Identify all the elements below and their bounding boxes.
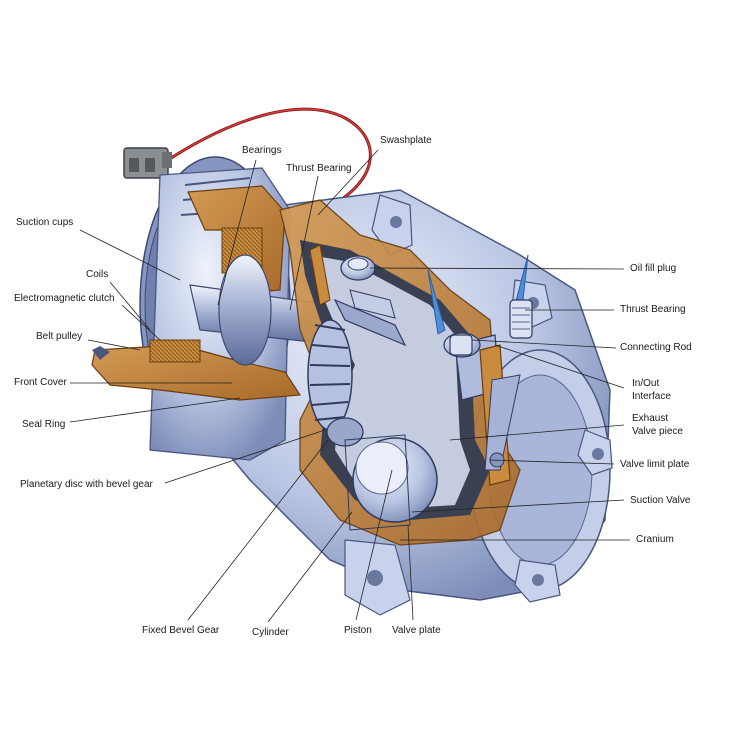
oil-fill-plug	[340, 255, 376, 281]
label-seal-ring: Seal Ring	[22, 419, 66, 430]
electrical-connector	[123, 107, 372, 212]
leader-oil-fill-plug	[369, 267, 625, 270]
leader-piston	[355, 469, 393, 621]
leader-suction-valve	[411, 499, 625, 513]
leader-fixed-bevel-gear	[187, 439, 329, 621]
in-out-ports	[427, 254, 533, 356]
label-coils: Coils	[86, 269, 109, 280]
label-valve-plate: Valve plate	[392, 625, 441, 636]
leader-coils	[109, 281, 151, 331]
label-cylinder: Cylinder	[252, 627, 289, 638]
label-in-out-line1: In/Out	[632, 378, 660, 389]
leader-exhaust	[449, 424, 625, 441]
label-oil-fill-plug: Oil fill plug	[630, 263, 677, 274]
leader-valve-plate	[407, 524, 414, 621]
label-suction-valve: Suction Valve	[630, 495, 691, 506]
leader-cylinder	[267, 511, 353, 623]
leader-suction-cups	[79, 229, 181, 281]
label-connecting-rod: Connecting Rod	[620, 342, 692, 353]
label-piston: Piston	[344, 625, 372, 636]
label-exhaust-line2: Valve piece	[632, 426, 683, 437]
leader-thrust-bearing-top	[289, 175, 319, 311]
leader-connecting-rod	[471, 339, 617, 349]
label-planetary-disc: Planetary disc with bevel gear	[20, 479, 153, 490]
label-thrust-bearing-right: Thrust Bearing	[620, 304, 686, 315]
label-swashplate: Swashplate	[380, 135, 432, 146]
label-fixed-bevel-gear: Fixed Bevel Gear	[142, 625, 220, 636]
label-exhaust-line1: Exhaust	[632, 413, 669, 424]
label-cranium: Cranium	[636, 534, 674, 545]
leader-lines	[69, 149, 630, 623]
leader-in-out	[494, 344, 625, 389]
valve-plate	[479, 344, 521, 486]
swashplate	[309, 244, 407, 347]
leader-electromagnetic-clutch	[121, 304, 161, 341]
label-bearings: Bearings	[242, 145, 282, 156]
label-in-out-line2: Interface	[632, 391, 671, 402]
leader-bearings	[217, 159, 257, 306]
leader-valve-limit-plate	[489, 459, 615, 465]
label-thrust-bearing-top: Thrust Bearing	[286, 163, 352, 174]
label-valve-limit-plate: Valve limit plate	[620, 459, 690, 470]
label-electromagnetic-clutch: Electromagnetic clutch	[14, 293, 115, 304]
leader-planetary-disc	[164, 429, 326, 484]
label-suction-cups: Suction cups	[16, 217, 74, 228]
bevel-gear	[307, 319, 364, 447]
leader-belt-pulley	[87, 339, 141, 351]
label-front-cover: Front Cover	[14, 377, 67, 388]
leader-swashplate	[317, 149, 379, 216]
leader-seal-ring	[69, 397, 241, 423]
label-belt-pulley: Belt pulley	[36, 331, 83, 342]
